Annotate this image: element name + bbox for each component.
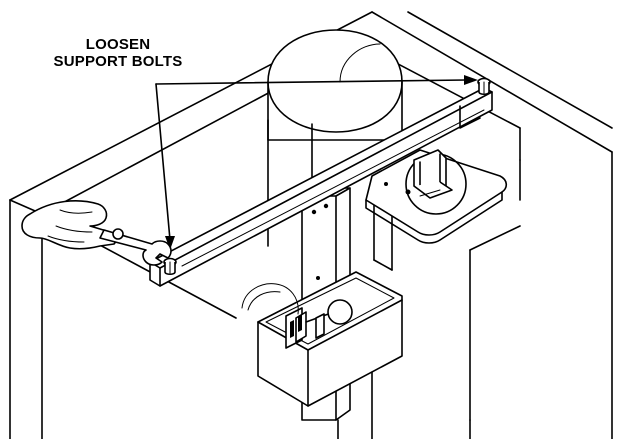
blower-cylinder (267, 29, 403, 247)
tubing-line (241, 283, 299, 315)
hand-with-wrench-icon (21, 200, 172, 266)
callout-arrows (155, 75, 478, 250)
right-bracket-plate (365, 149, 508, 244)
lower-supports (337, 371, 471, 439)
callout-label: LOOSEN SUPPORT BOLTS (18, 36, 218, 70)
support-bolt-left (163, 257, 177, 276)
callout-line-1: LOOSEN (85, 36, 151, 53)
support-bolt-right (477, 77, 491, 96)
callout-line-2: SUPPORT BOLTS (53, 53, 183, 70)
lower-box (257, 271, 403, 407)
